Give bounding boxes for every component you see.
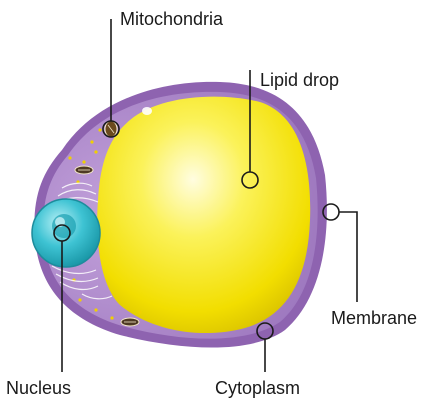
lipid-drop bbox=[97, 97, 310, 333]
label-cytoplasm: Cytoplasm bbox=[215, 379, 300, 397]
label-mitochondria: Mitochondria bbox=[120, 10, 223, 28]
mitochondrion bbox=[75, 166, 93, 174]
label-nucleus: Nucleus bbox=[6, 379, 71, 397]
label-lipid-drop: Lipid drop bbox=[260, 71, 339, 89]
label-membrane: Membrane bbox=[331, 309, 417, 327]
mitochondrion bbox=[121, 318, 139, 326]
nucleus bbox=[32, 199, 100, 267]
vesicle bbox=[142, 107, 152, 115]
mitochondrion bbox=[105, 121, 117, 137]
